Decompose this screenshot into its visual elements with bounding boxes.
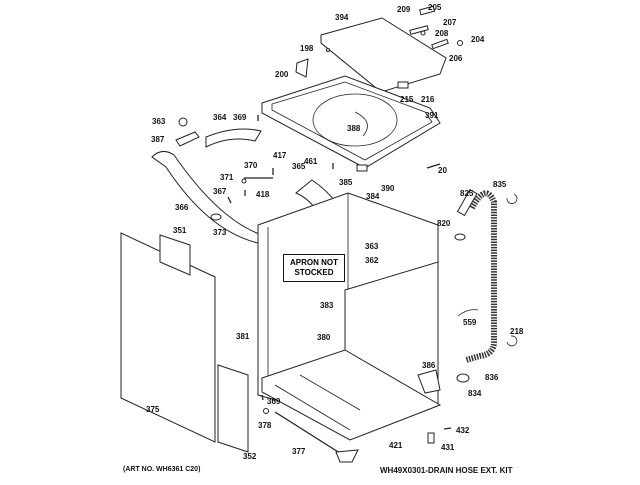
hinge-part xyxy=(409,25,429,35)
latch-part xyxy=(356,164,368,172)
callout-207: 207 xyxy=(443,18,457,27)
callout-384: 384 xyxy=(366,192,380,201)
callout-820: 820 xyxy=(437,219,451,228)
callout-373: 373 xyxy=(213,228,227,237)
callout-386: 386 xyxy=(422,361,436,370)
hinge-spring-part xyxy=(431,38,449,50)
drain-hose-part xyxy=(465,190,497,363)
callout-366: 366 xyxy=(175,203,189,212)
callout-559: 559 xyxy=(463,318,477,327)
callout-369-b: 369 xyxy=(267,397,281,406)
toe-kick-part xyxy=(217,364,249,453)
callout-385: 385 xyxy=(339,178,353,187)
callout-380: 380 xyxy=(317,333,331,342)
callout-208: 208 xyxy=(435,29,449,38)
dispenser-part xyxy=(295,58,309,78)
callout-363-b: 363 xyxy=(365,242,379,251)
switch-part xyxy=(175,131,200,147)
foot-part xyxy=(210,213,222,221)
callout-364: 364 xyxy=(213,113,227,122)
bracket-part xyxy=(205,128,262,148)
clip-part xyxy=(241,178,247,184)
callout-198: 198 xyxy=(300,44,314,53)
callout-834: 834 xyxy=(468,389,482,398)
apron-not-stocked-note: APRON NOT STOCKED xyxy=(283,254,345,282)
callout-200: 200 xyxy=(275,70,289,79)
callout-370: 370 xyxy=(244,161,258,170)
callout-215: 215 xyxy=(400,95,414,104)
leveling-foot-part xyxy=(335,449,359,463)
guard-part xyxy=(417,369,441,394)
callout-365: 365 xyxy=(292,162,306,171)
callout-418: 418 xyxy=(256,190,270,199)
callout-377: 377 xyxy=(292,447,306,456)
hose-clip-part xyxy=(457,309,479,317)
callout-383: 383 xyxy=(320,301,334,310)
callout-387: 387 xyxy=(151,135,165,144)
side-bracket-part xyxy=(151,151,263,244)
base-part xyxy=(261,349,442,441)
callout-375: 375 xyxy=(146,405,160,414)
callout-461: 461 xyxy=(304,157,318,166)
drain-hose-kit-note: WH49X0301-DRAIN HOSE EXT. KIT xyxy=(380,466,513,475)
callout-388: 388 xyxy=(347,124,361,133)
art-number: (ART NO. WH6361 C20) xyxy=(123,466,201,473)
callout-205: 205 xyxy=(428,3,442,12)
callout-218: 218 xyxy=(510,327,524,336)
knob-part xyxy=(178,117,188,127)
callout-381: 381 xyxy=(236,332,250,341)
callout-431: 431 xyxy=(441,443,455,452)
clamp-part xyxy=(506,193,518,204)
callout-836: 836 xyxy=(485,373,499,382)
callout-209: 209 xyxy=(397,5,411,14)
callout-421: 421 xyxy=(389,441,403,450)
callout-20: 20 xyxy=(438,166,447,175)
hose-guide-part xyxy=(456,373,470,383)
callout-216: 216 xyxy=(421,95,435,104)
hinge-bracket-part xyxy=(397,81,409,89)
callout-352: 352 xyxy=(243,452,257,461)
hose-end-part xyxy=(456,189,478,217)
apron-note-line-2: STOCKED xyxy=(294,268,334,277)
callout-367: 367 xyxy=(213,187,227,196)
screw-part xyxy=(454,233,466,241)
callout-378: 378 xyxy=(258,421,272,430)
callout-363: 363 xyxy=(152,117,166,126)
washer-part xyxy=(420,30,426,36)
callout-417: 417 xyxy=(273,151,287,160)
callout-432: 432 xyxy=(456,426,470,435)
top-cover-part xyxy=(261,75,441,169)
callout-391: 391 xyxy=(425,111,439,120)
callout-351: 351 xyxy=(173,226,187,235)
bumper-part xyxy=(326,48,330,52)
callout-362: 362 xyxy=(365,256,379,265)
panel-insert-part xyxy=(159,234,191,276)
callout-371: 371 xyxy=(220,173,234,182)
nut-part xyxy=(263,408,269,414)
callout-369: 369 xyxy=(233,113,247,122)
leg-part xyxy=(427,432,435,444)
callout-394: 394 xyxy=(335,13,349,22)
hinge-part xyxy=(419,5,436,16)
callout-204: 204 xyxy=(471,35,485,44)
callout-206: 206 xyxy=(449,54,463,63)
callout-835: 835 xyxy=(493,180,507,189)
clamp-part xyxy=(506,335,518,347)
screw-part xyxy=(457,40,463,46)
callout-825: 825 xyxy=(460,189,474,198)
apron-note-line-1: APRON NOT xyxy=(290,258,338,267)
callout-390: 390 xyxy=(381,184,395,193)
